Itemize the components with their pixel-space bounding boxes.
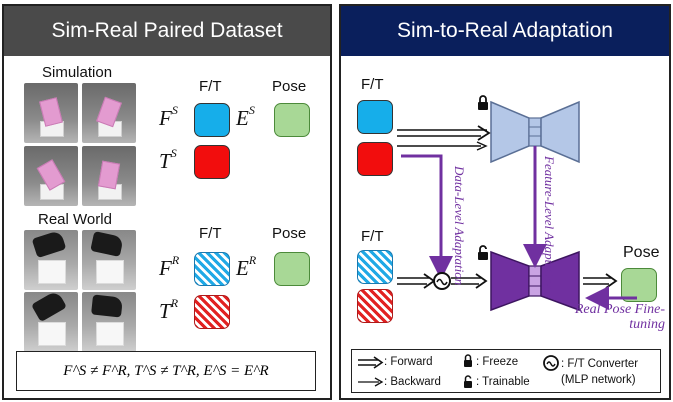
legend-converter-text: : F/T Converter (MLP network)	[561, 358, 639, 386]
real-photo-1	[24, 230, 78, 290]
real-pose-header: Pose	[272, 225, 307, 242]
trainable-latent	[528, 265, 542, 297]
real-world-label: Real World	[38, 211, 112, 228]
bottom-ft-label: F/T	[361, 228, 384, 245]
real-torque-symbol: TR	[159, 296, 179, 323]
real-photo-3	[24, 292, 78, 352]
sim-torque-box	[194, 145, 230, 179]
data-level-arrow	[401, 154, 453, 280]
legend: : Forward : Backward : Freeze : Trainabl…	[351, 349, 661, 393]
sim-ft-header: F/T	[199, 78, 222, 95]
frozen-encoder	[490, 100, 530, 164]
real-pose-fine-tuning-label: Real Pose Fine-tuning	[574, 302, 665, 332]
feature-level-label: Feature-Level Adaptation	[542, 155, 557, 290]
sim-photo-3	[24, 146, 78, 206]
legend-unlock-icon	[464, 375, 472, 388]
simulation-label: Simulation	[42, 64, 113, 81]
top-ft-label: F/T	[361, 76, 384, 93]
output-pose-label: Pose	[623, 244, 660, 261]
legend-backward-text: : Backward	[384, 376, 441, 388]
left-panel-title: Sim-Real Paired Dataset	[4, 6, 330, 56]
sim-photo-1	[24, 83, 78, 143]
output-forward-arrow	[583, 273, 618, 289]
top-torque-box	[357, 142, 393, 176]
sim-pose-header: Pose	[272, 78, 307, 95]
data-level-label: Data-Level Adaptation	[452, 165, 467, 285]
legend-lock-icon	[464, 354, 472, 367]
legend-freeze-text: : Freeze	[476, 356, 519, 368]
equivalence-formula: F^S ≠ F^R, T^S ≠ T^R, E^S = E^R	[16, 351, 316, 391]
sim-pose-symbol: ES	[236, 103, 255, 130]
real-force-box	[194, 252, 230, 286]
sim-torque-symbol: TS	[159, 146, 177, 173]
sim-force-box	[194, 103, 230, 137]
freeze-lock-icon	[478, 95, 488, 110]
real-photo-2	[82, 230, 136, 290]
real-photo-4	[82, 292, 136, 352]
top-forward-arrow	[397, 125, 491, 141]
adaptation-diagram: Data-Level Adaptation Feature-Level Adap…	[397, 95, 637, 312]
real-ft-header: F/T	[199, 225, 222, 242]
sim-pose-box	[274, 103, 310, 137]
top-backward-arrow	[397, 141, 488, 151]
sim-force-symbol: FS	[159, 103, 178, 130]
real-force-symbol: FR	[159, 253, 180, 280]
trainable-encoder	[490, 250, 530, 312]
legend-trainable-text: : Trainable	[476, 376, 530, 388]
sim-real-dataset-panel: Sim-Real Paired Dataset Simulation F/T P…	[2, 4, 332, 400]
top-force-box	[357, 100, 393, 134]
frozen-decoder	[540, 100, 580, 164]
output-pose-box	[621, 268, 657, 302]
sim-photo-2	[82, 83, 136, 143]
trainable-unlock-icon	[478, 245, 488, 260]
bottom-torque-box	[357, 289, 393, 323]
bottom-forward-arrow-mid	[451, 273, 488, 289]
legend-backward-arrow	[358, 377, 384, 387]
bottom-forward-arrow-in	[397, 273, 436, 289]
real-pose-box	[274, 252, 310, 286]
legend-converter-icon	[543, 355, 559, 371]
legend-forward-text: : Forward	[384, 356, 433, 368]
bottom-force-box	[357, 250, 393, 284]
trainable-decoder	[540, 250, 580, 312]
legend-glyphs	[358, 354, 559, 388]
real-torque-box	[194, 295, 230, 329]
right-panel-title: Sim-to-Real Adaptation	[341, 6, 669, 56]
sim-photo-4	[82, 146, 136, 206]
legend-forward-arrow	[358, 356, 384, 369]
real-pose-symbol: ER	[236, 253, 257, 280]
frozen-latent	[528, 117, 542, 147]
sim-to-real-panel: Sim-to-Real Adaptation F/T F/T Pose	[339, 4, 671, 400]
